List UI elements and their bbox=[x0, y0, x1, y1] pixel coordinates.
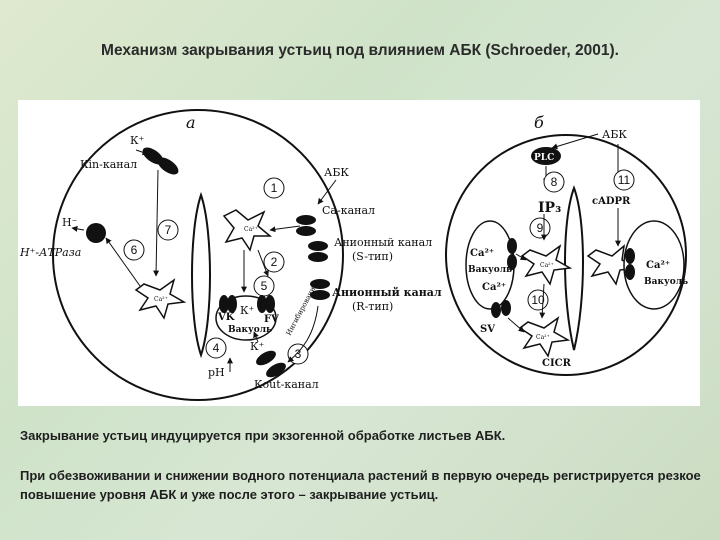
ip3-label: IP₃ bbox=[538, 200, 561, 216]
vk-channel-icon bbox=[219, 295, 237, 313]
stomatal-pore-b bbox=[564, 185, 584, 351]
ca-star-label-a: Са²⁺ bbox=[244, 226, 258, 233]
sv-channel-icon bbox=[491, 300, 511, 318]
abk-label-a: АБК bbox=[324, 166, 349, 179]
number-circle-2: 2 bbox=[263, 251, 285, 273]
cell-outline-a bbox=[52, 109, 344, 401]
ca-store-star-b3-icon bbox=[518, 316, 571, 358]
number-circle-10: 10 bbox=[527, 289, 549, 311]
vacuole-right-label: Вакуоль bbox=[644, 277, 688, 287]
number-circle-7: 7 bbox=[157, 219, 179, 241]
panel-b: б АБК PLC 8 11 9 10 IP₃ cADPR Са²⁺ bbox=[445, 113, 688, 376]
number-circle-8: 8 bbox=[543, 171, 565, 193]
cadpr-label: cADPR bbox=[592, 196, 631, 207]
k-in-channel-icon bbox=[142, 147, 179, 175]
svg-text:2: 2 bbox=[271, 255, 278, 269]
fv-label: FV bbox=[264, 314, 279, 325]
stomata-diagram: а К⁺ Кin-канал Н⁻ Н⁺-АТРаза 1 2 3 4 bbox=[18, 100, 700, 406]
ca-store-star-icon bbox=[222, 209, 273, 252]
ca-channel-label: Са-канал bbox=[322, 204, 375, 217]
panel-a-label: а bbox=[186, 113, 196, 132]
anion-channel-r-icon bbox=[310, 279, 330, 300]
anion-s-type-label: (S-тип) bbox=[352, 250, 393, 263]
number-circle-5: 5 bbox=[253, 275, 275, 297]
ca-store-star-b2-icon bbox=[586, 244, 639, 286]
sv-label: SV bbox=[480, 324, 495, 335]
vk-label: VK bbox=[217, 312, 235, 323]
anion-r-type-label: (R-тип) bbox=[352, 300, 393, 313]
ca-star-b1-label: Са²⁺ bbox=[540, 262, 554, 269]
ca-star-lower-label: Са²⁺ bbox=[154, 296, 168, 303]
abk-label-b: АБК bbox=[602, 128, 627, 141]
svg-text:1: 1 bbox=[271, 181, 278, 195]
svg-text:4: 4 bbox=[213, 341, 220, 355]
ca-mid-label: Са²⁺ bbox=[482, 282, 506, 293]
anion-channel-r-label: Анионный канал bbox=[332, 286, 442, 299]
h-atpase-icon bbox=[86, 223, 106, 243]
panel-a: а К⁺ Кin-канал Н⁻ Н⁺-АТРаза 1 2 3 4 bbox=[19, 109, 442, 401]
ip3-receptor-icon bbox=[507, 238, 517, 270]
k-out-channel-label: Кout-канал bbox=[254, 378, 319, 391]
svg-text:10: 10 bbox=[531, 293, 545, 307]
ca-left-label: Са²⁺ bbox=[470, 248, 494, 259]
slide-title: Механизм закрывания устьиц под влиянием … bbox=[101, 42, 619, 59]
caption-exogenous-abk: Закрывание устьиц индуцируется при экзог… bbox=[20, 428, 506, 443]
fv-channel-icon bbox=[257, 295, 275, 313]
number-circle-4: 4 bbox=[205, 337, 227, 359]
k-plus-label-a: К⁺ bbox=[130, 134, 145, 147]
ca-channel-icon bbox=[296, 215, 316, 236]
vacuole-label-a: Вакуоль bbox=[228, 325, 272, 335]
k-in-channel-label: Кin-канал bbox=[80, 158, 137, 171]
svg-text:6: 6 bbox=[131, 243, 138, 257]
number-circle-9: 9 bbox=[529, 217, 551, 239]
cicr-label: CICR bbox=[542, 358, 572, 369]
anion-channel-s-label: Анионный канал bbox=[334, 236, 432, 249]
vacuole-k-label: К⁺ bbox=[240, 304, 255, 317]
svg-text:8: 8 bbox=[551, 175, 558, 189]
h-atpase-label: Н⁺-АТРаза bbox=[19, 246, 81, 259]
vacuole-left-label: Вакуоль bbox=[468, 265, 512, 275]
number-circle-11: 11 bbox=[613, 169, 635, 191]
ca-store-star-b1-icon bbox=[520, 244, 573, 286]
k-out-plus-label: К⁺ bbox=[250, 340, 265, 353]
ca-right-label: Са²⁺ bbox=[646, 260, 670, 271]
svg-text:7: 7 bbox=[165, 223, 172, 237]
anion-channel-s-icon bbox=[308, 241, 328, 262]
ph-label: pH bbox=[208, 366, 225, 379]
ca-star-b3-label: Са²⁺ bbox=[536, 334, 550, 341]
panel-b-label: б bbox=[534, 113, 544, 132]
h-minus-label: Н⁻ bbox=[62, 216, 78, 229]
k-out-channel-icon bbox=[256, 350, 286, 378]
number-circle-3: 3 bbox=[287, 343, 309, 365]
number-circle-1: 1 bbox=[263, 177, 285, 199]
plc-label: PLC bbox=[534, 153, 554, 163]
number-circle-6: 6 bbox=[123, 239, 145, 261]
svg-text:11: 11 bbox=[618, 173, 631, 187]
diagram-svg: а К⁺ Кin-канал Н⁻ Н⁺-АТРаза 1 2 3 4 bbox=[19, 109, 688, 401]
cell-outline-b bbox=[445, 134, 687, 376]
svg-text:9: 9 bbox=[537, 221, 544, 235]
inhibition-label: Ингибирование bbox=[285, 282, 319, 337]
plc-icon bbox=[531, 147, 561, 165]
caption-dehydration: При обезвоживании и снижении водного пот… bbox=[20, 468, 701, 502]
cadpr-receptor-icon bbox=[625, 248, 635, 280]
vacuole-right-b bbox=[623, 220, 685, 310]
ca-store-star-lower-icon bbox=[134, 278, 187, 320]
stomatal-pore-a bbox=[191, 191, 211, 359]
svg-text:5: 5 bbox=[261, 279, 268, 293]
svg-text:3: 3 bbox=[295, 347, 302, 361]
